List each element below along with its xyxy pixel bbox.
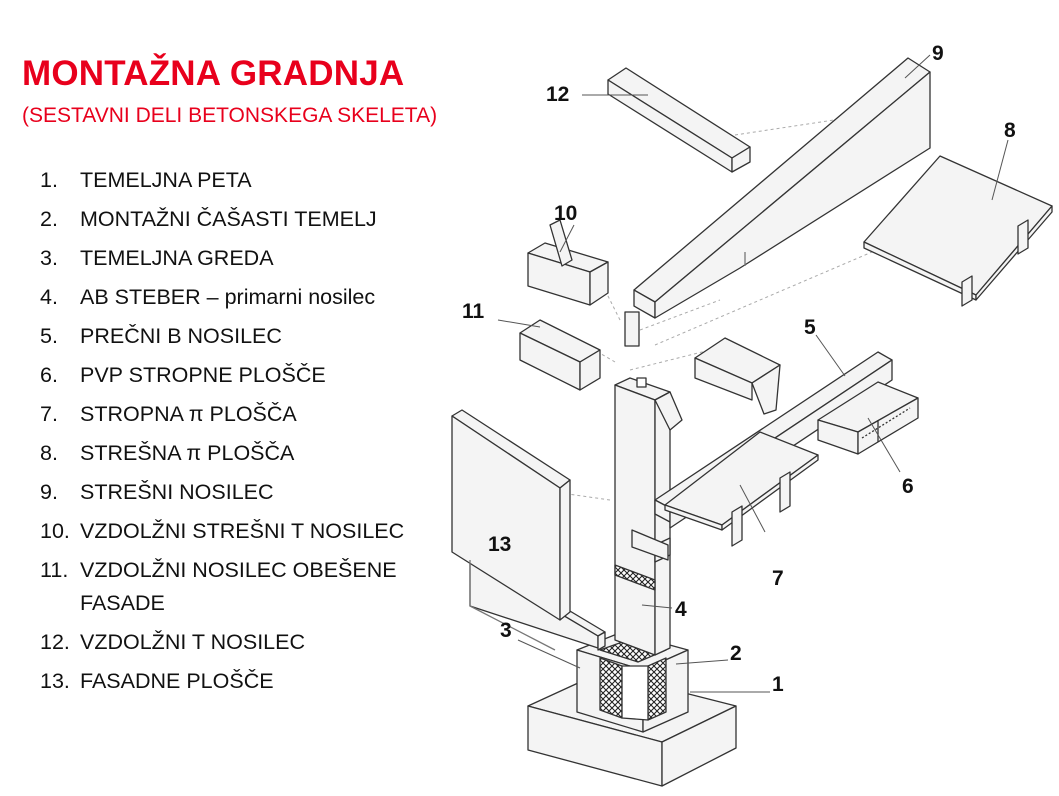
- roof-pi-slab: [863, 155, 1053, 307]
- item-label: FASADNE PLOŠČE: [80, 669, 274, 693]
- callout-labels: 1 2 3 4 5 6 7 8 9 10 11 12 13: [462, 42, 1016, 696]
- item-number: 13.: [40, 669, 70, 693]
- callout-4: 4: [675, 598, 687, 621]
- list-item: 1. TEMELJNA PETA: [40, 164, 430, 203]
- item-number: 7.: [40, 402, 58, 426]
- hollow-core-slabs: [817, 381, 919, 455]
- item-number: 3.: [40, 246, 58, 270]
- item-label: TEMELJNA PETA: [80, 168, 252, 192]
- callout-10: 10: [554, 202, 577, 225]
- item-label: VZDOLŽNI T NOSILEC: [80, 630, 306, 654]
- item-number: 1.: [40, 168, 58, 192]
- item-label: STREŠNI NOSILEC: [80, 480, 274, 504]
- list-item: 13. FASADNE PLOŠČE: [40, 665, 430, 704]
- callout-13: 13: [488, 533, 511, 556]
- item-label: MONTAŽNI ČAŠASTI TEMELJ: [80, 207, 377, 231]
- item-number: 5.: [40, 324, 58, 348]
- roof-t-beam: [527, 219, 609, 306]
- callout-2: 2: [730, 642, 742, 665]
- page-title: MONTAŽNA GRADNJA: [22, 54, 405, 93]
- rc-column: [614, 377, 683, 656]
- callout-7: 7: [772, 567, 784, 590]
- callout-3: 3: [500, 619, 512, 642]
- item-label: PREČNI B NOSILEC: [80, 324, 282, 348]
- list-item: 5. PREČNI B NOSILEC: [40, 320, 430, 359]
- page-subtitle: (SESTAVNI DELI BETONSKEGA SKELETA): [22, 104, 438, 127]
- roof-beam: [624, 57, 931, 347]
- list-item: 4. AB STEBER – primarni nosilec: [40, 281, 430, 320]
- item-number: 2.: [40, 207, 58, 231]
- item-number: 8.: [40, 441, 58, 465]
- list-item: 12. VZDOLŽNI T NOSILEC: [40, 626, 430, 665]
- item-number: 6.: [40, 363, 58, 387]
- item-number: 9.: [40, 480, 58, 504]
- item-label: TEMELJNA GREDA: [80, 246, 274, 270]
- callout-12: 12: [546, 83, 569, 106]
- callout-8: 8: [1004, 119, 1016, 142]
- leader-lines: [497, 54, 1009, 693]
- list-item: 10. VZDOLŽNI STREŠNI T NOSILEC: [40, 515, 430, 554]
- item-number: 12.: [40, 630, 70, 654]
- list-item: 11. VZDOLŽNI NOSILEC OBEŠENE FASADE: [40, 554, 430, 626]
- facade-panels: [451, 409, 571, 651]
- list-item: 2. MONTAŽNI ČAŠASTI TEMELJ: [40, 203, 430, 242]
- item-label: PVP STROPNE PLOŠČE: [80, 363, 326, 387]
- callout-6: 6: [902, 475, 914, 498]
- item-label: STROPNA π PLOŠČA: [80, 402, 297, 426]
- item-label: STREŠNA π PLOŠČA: [80, 441, 295, 465]
- callout-11: 11: [462, 300, 485, 323]
- item-label: VZDOLŽNI NOSILEC OBEŠENE FASADE: [80, 558, 397, 615]
- callout-5: 5: [804, 316, 816, 339]
- item-number: 4.: [40, 285, 58, 309]
- item-number: 10.: [40, 519, 70, 543]
- item-number: 11.: [40, 558, 69, 582]
- list-item: 6. PVP STROPNE PLOŠČE: [40, 359, 430, 398]
- parts-list: 1. TEMELJNA PETA 2. MONTAŽNI ČAŠASTI TEMEL…: [40, 164, 430, 704]
- list-item: 8. STREŠNA π PLOŠČA: [40, 437, 430, 476]
- list-item: 3. TEMELJNA GREDA: [40, 242, 430, 281]
- longitudinal-t-beam: [607, 67, 751, 173]
- list-item: 7. STROPNA π PLOŠČA: [40, 398, 430, 437]
- facade-support-beam: [519, 319, 781, 415]
- item-label: VZDOLŽNI STREŠNI T NOSILEC: [80, 519, 405, 543]
- callout-1: 1: [772, 673, 784, 696]
- item-label: AB STEBER – primarni nosilec: [80, 285, 376, 309]
- callout-9: 9: [932, 42, 944, 65]
- list-item: 9. STREŠNI NOSILEC: [40, 476, 430, 515]
- floor-pi-slab: [664, 431, 819, 547]
